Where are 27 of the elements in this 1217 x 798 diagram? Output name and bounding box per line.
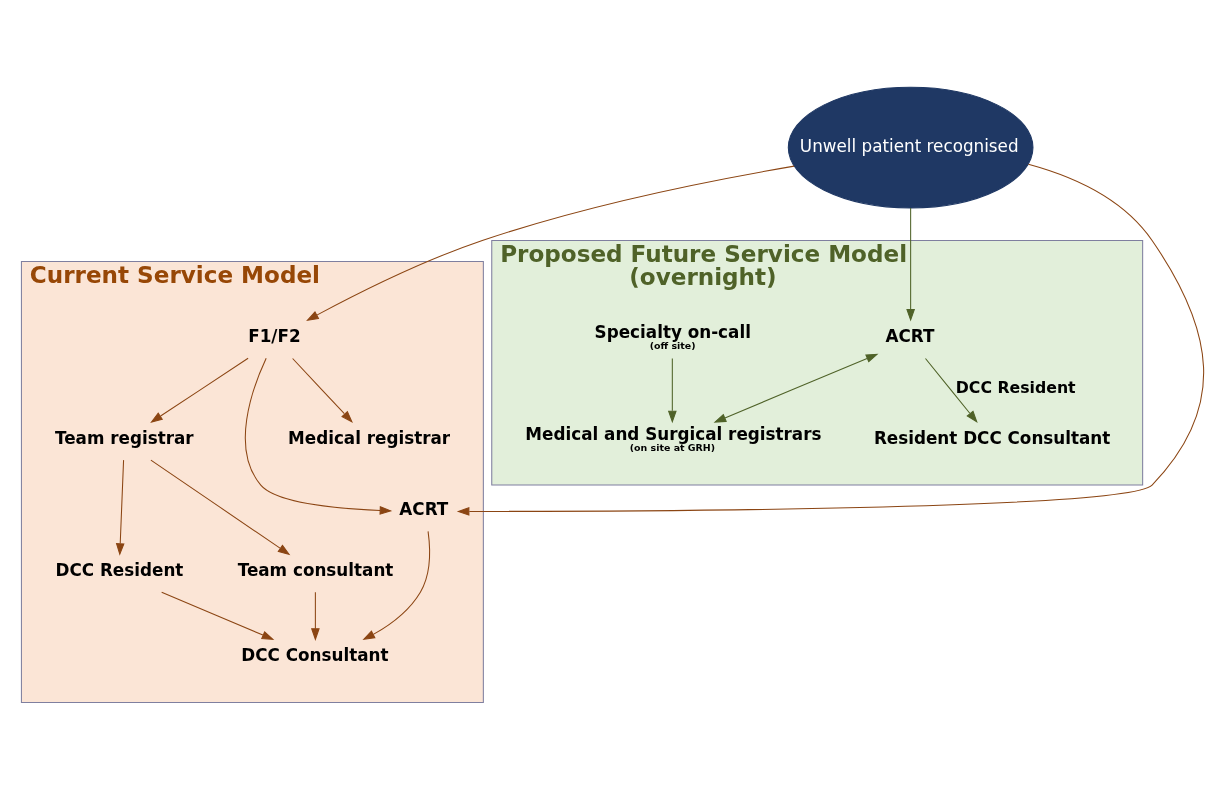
edge-label: DCC Resident [955, 377, 1076, 397]
node-text: Team consultant [237, 560, 394, 581]
arrow [667, 357, 677, 424]
node-text: Medical and Surgical registrars (on site at GRH) [525, 424, 822, 454]
node-text: F1/F2 [248, 326, 301, 347]
arrow [244, 357, 393, 515]
node-text: DCC Resident [55, 560, 184, 581]
arrow [924, 357, 978, 423]
node-text: Team registrar [55, 427, 194, 448]
node-text: Resident DCC Consultant [873, 427, 1111, 448]
arrow [150, 459, 291, 556]
arrow [362, 530, 431, 641]
arrow [150, 357, 249, 423]
node-text: Specialty on-call (off site) [594, 322, 751, 352]
arrow [292, 357, 353, 423]
arrow [906, 207, 916, 322]
arrow [306, 165, 795, 321]
node-text: ACRT [885, 326, 935, 347]
arrow [115, 459, 125, 556]
node-ellipse: Unwell patient recognised [787, 86, 1034, 209]
node-text: ACRT [399, 499, 449, 520]
arrow [456, 163, 1205, 516]
arrow [310, 591, 320, 641]
node-text: Medical registrar [288, 427, 451, 448]
arrow [161, 591, 275, 640]
node-text: DCC Consultant [241, 645, 389, 666]
arrow [713, 353, 879, 423]
